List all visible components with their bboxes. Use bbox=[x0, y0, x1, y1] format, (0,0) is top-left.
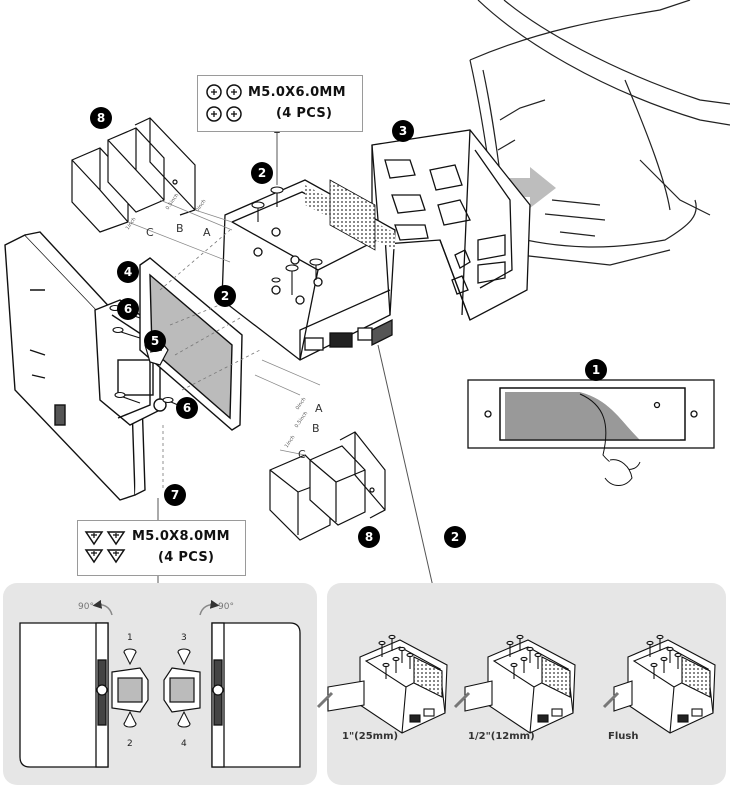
screw-label-1: 1 bbox=[127, 633, 133, 643]
hinge-screws bbox=[123, 648, 191, 728]
step-badge-6-upper: 6 bbox=[117, 298, 139, 320]
rotation-arrows bbox=[92, 599, 220, 616]
step-badge-4: 4 bbox=[117, 261, 139, 283]
mounting-plate bbox=[139, 257, 243, 431]
screw-label-3: 3 bbox=[181, 633, 187, 643]
rotation-right-angle: 90° bbox=[218, 602, 234, 612]
display-back-left bbox=[19, 622, 109, 768]
step-badge-7: 7 bbox=[164, 484, 186, 506]
offset-guide-lower bbox=[254, 359, 321, 456]
lower-label-c: C bbox=[298, 448, 306, 461]
upper-label-b: B bbox=[176, 222, 184, 235]
screw-label-4: 4 bbox=[181, 739, 187, 749]
step-badge-2-top: 2 bbox=[251, 162, 273, 184]
chassis-unit bbox=[221, 179, 396, 361]
lower-b-dim: 0.5inch bbox=[294, 411, 309, 430]
screw-label-2: 2 bbox=[127, 739, 133, 749]
top-screw-callout: M5.0X6.0MM (4 PCS) bbox=[197, 75, 363, 132]
spacer-brackets-lower bbox=[269, 431, 386, 541]
upper-label-a: A bbox=[203, 226, 211, 239]
lower-label-a: A bbox=[315, 402, 323, 415]
depth-chassis-3 bbox=[602, 634, 716, 734]
upper-a-dim: 0inch bbox=[195, 199, 208, 214]
rotation-left-angle: 90° bbox=[78, 602, 94, 612]
lower-c-dim: 1inch bbox=[284, 435, 297, 450]
step-badge-3: 3 bbox=[392, 120, 414, 142]
step-badge-8-lower: 8 bbox=[358, 526, 380, 548]
offset-guide-upper bbox=[127, 199, 233, 263]
top-screw-spec: M5.0X6.0MM bbox=[248, 85, 346, 100]
step-badge-1: 1 bbox=[585, 359, 607, 381]
bottom-screw-callout: M5.0X8.0MM (4 PCS) bbox=[77, 520, 246, 576]
lower-label-b: B bbox=[312, 422, 320, 435]
step-badge-6-lower: 6 bbox=[176, 397, 198, 419]
depth-option-2: 1/2"(12mm) bbox=[468, 731, 535, 742]
step-badge-2-mid: 2 bbox=[214, 285, 236, 307]
lower-a-dim: 0inch bbox=[295, 397, 308, 412]
top-screw-qty: (4 PCS) bbox=[276, 106, 333, 121]
screw-icons-top bbox=[206, 84, 242, 122]
hinge-brackets bbox=[111, 667, 201, 713]
display-back-right bbox=[211, 622, 301, 768]
bottom-screw-spec: M5.0X8.0MM bbox=[132, 529, 230, 544]
mounting-sleeve bbox=[371, 129, 531, 321]
step-badge-8-upper: 8 bbox=[90, 107, 112, 129]
insert-direction-arrow bbox=[484, 167, 556, 208]
depth-option-1: 1"(25mm) bbox=[342, 731, 398, 742]
depth-chassis-2 bbox=[453, 634, 576, 734]
step-badge-2-depth: 2 bbox=[444, 526, 466, 548]
chassis-screws bbox=[251, 186, 323, 295]
depth-option-3: Flush bbox=[608, 731, 638, 742]
screw-icons-bottom bbox=[84, 531, 126, 564]
depth-leader bbox=[377, 344, 439, 603]
trim-frame bbox=[467, 379, 715, 486]
bottom-screw-qty: (4 PCS) bbox=[158, 550, 215, 565]
upper-b-dim: 0.5inch bbox=[165, 193, 180, 212]
spacer-brackets-upper bbox=[71, 117, 196, 233]
depth-units bbox=[316, 634, 716, 734]
step-badge-5: 5 bbox=[144, 330, 166, 352]
upper-label-c: C bbox=[146, 226, 154, 239]
depth-chassis-1 bbox=[316, 634, 448, 734]
